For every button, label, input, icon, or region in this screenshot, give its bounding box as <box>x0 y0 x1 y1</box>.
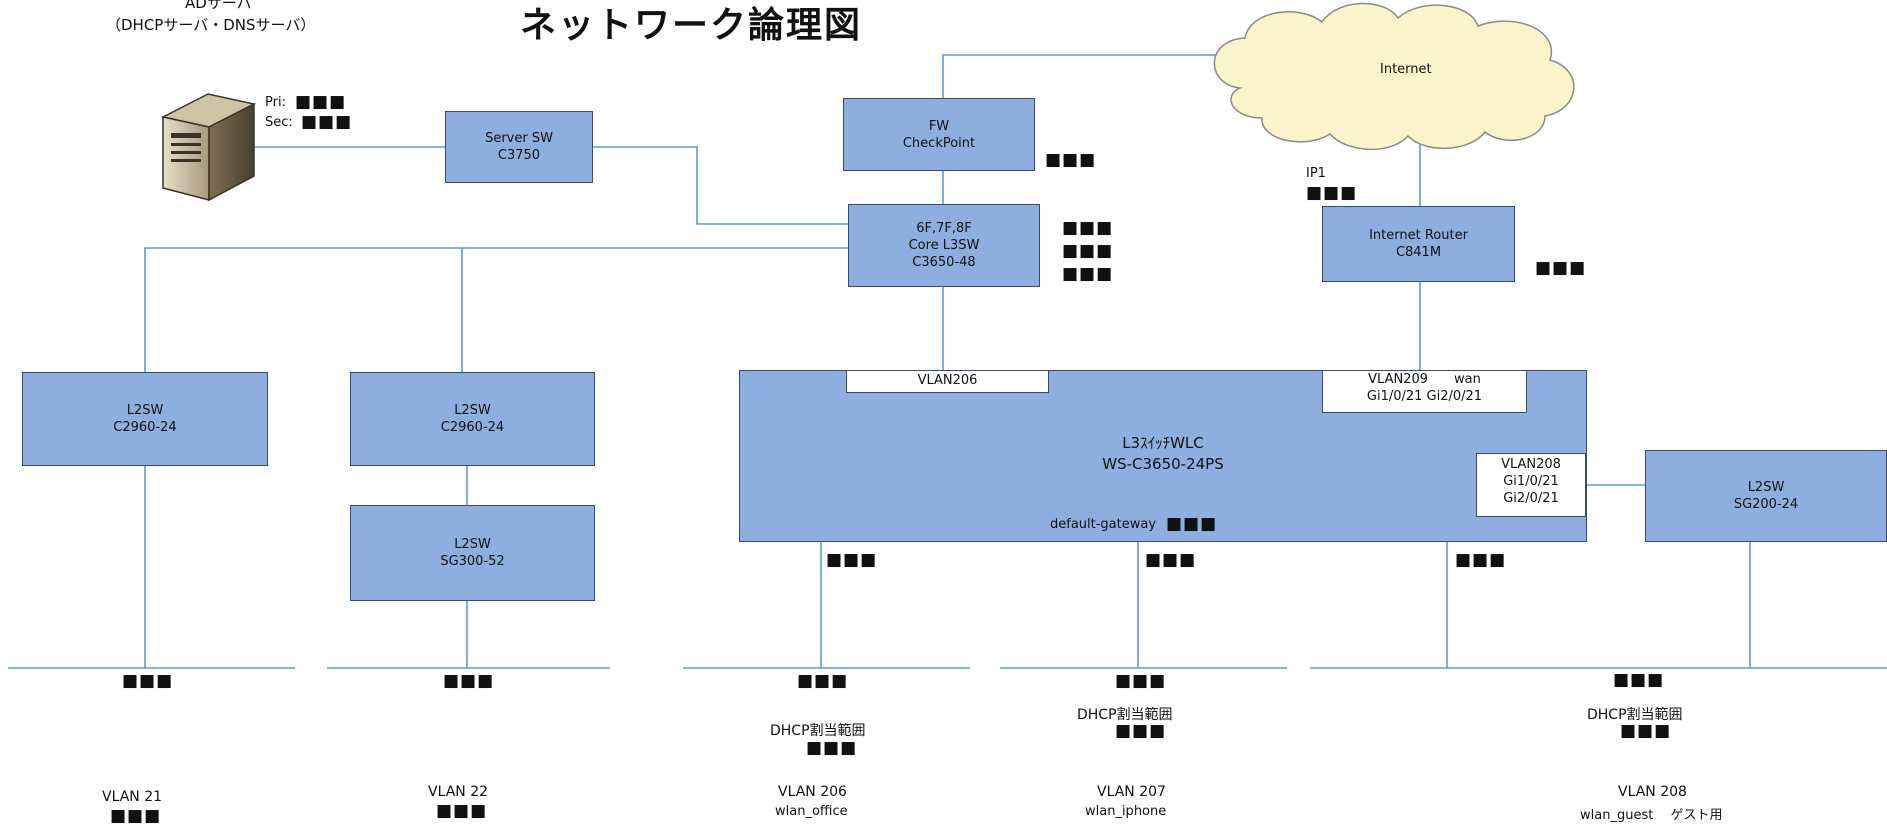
dhcp-range-206-label: DHCP割当範囲 <box>770 723 866 739</box>
ip1-label: IP1 <box>1306 166 1326 181</box>
vlan206-label: VLAN 206 <box>778 784 847 800</box>
core-redacted-2: ■■■ <box>1062 241 1114 261</box>
vlan209-ports: Gi1/0/21 Gi2/0/21 <box>1366 389 1483 404</box>
vlan208-port-2: Gi2/0/21 <box>1503 491 1559 506</box>
l2sw-b-model: C2960-24 <box>440 420 505 435</box>
sec-dns-label: Sec: <box>265 115 293 130</box>
sec-dns-redacted: ■■■ <box>301 112 353 132</box>
vlan206-ssid: wlan_office <box>775 804 848 819</box>
server-icon <box>160 93 257 202</box>
vlan21-label: VLAN 21 <box>102 789 163 805</box>
internet-cloud-icon <box>1213 2 1575 150</box>
dhcp-range-207-redacted: ■■■ <box>1115 721 1167 741</box>
l2sw-c2960-left-box: L2SW C2960-24 <box>22 372 268 466</box>
server-sw-model: C3750 <box>497 148 541 163</box>
vlan207-label: VLAN 207 <box>1097 784 1166 800</box>
vlan208-drop-redacted: ■■■ <box>1455 550 1507 570</box>
pri-dns-label: Pri: <box>265 95 286 110</box>
vlan209-label: VLAN209 wan <box>1368 372 1481 387</box>
l2sw-c2960-mid-box: L2SW C2960-24 <box>350 372 595 466</box>
l2sw-c-name: L2SW <box>454 537 491 552</box>
vlan207-segment-redacted: ■■■ <box>1115 671 1167 691</box>
l2sw-a-name: L2SW <box>126 403 164 418</box>
vlan22-segment-redacted: ■■■ <box>443 671 495 691</box>
dhcp-range-208-redacted: ■■■ <box>1620 721 1672 741</box>
l2sw-a-model: C2960-24 <box>113 420 177 435</box>
vlan21-redacted: ■■■ <box>110 806 162 826</box>
wlc-model: WS-C3650-24PS <box>1102 455 1224 473</box>
server-sw-box: Server SW C3750 <box>445 111 593 183</box>
vlan207-ssid: wlan_iphone <box>1085 804 1167 819</box>
wlc-name: L3ｽｲｯﾁWLC <box>1122 434 1204 452</box>
core-l3sw-box: 6F,7F,8F Core L3SW C3650-48 <box>848 204 1040 287</box>
firewall-model: CheckPoint <box>902 135 976 151</box>
router-redacted: ■■■ <box>1535 258 1587 278</box>
server-sw-name: Server SW <box>485 131 553 146</box>
ad-server-role-label: （DHCPサーバ・DNSサーバ） <box>106 16 316 34</box>
l2sw-c-model: SG300-52 <box>440 554 505 569</box>
dhcp-range-208-label: DHCP割当範囲 <box>1587 707 1683 723</box>
vlan22-redacted: ■■■ <box>436 801 488 821</box>
ip1-redacted: ■■■ <box>1306 183 1358 203</box>
vlan208-label: VLAN 208 <box>1618 784 1687 800</box>
vlan208-ssid: wlan_guest ゲスト用 <box>1580 808 1723 823</box>
vlan209-port-box: VLAN209 wan Gi1/0/21 Gi2/0/21 <box>1322 370 1527 413</box>
router-name: Internet Router <box>1369 228 1468 243</box>
diagram-title: ネットワーク論理図 <box>520 5 863 46</box>
firewall-name: FW <box>928 118 950 134</box>
vlan208-port-box: VLAN208 Gi1/0/21 Gi2/0/21 <box>1476 453 1586 517</box>
vlan206-segment-redacted: ■■■ <box>797 671 849 691</box>
vlan208-segment-redacted: ■■■ <box>1613 670 1665 690</box>
dhcp-range-206-redacted: ■■■ <box>806 738 858 758</box>
vlan22-label: VLAN 22 <box>428 784 489 800</box>
dhcp-range-207-label: DHCP割当範囲 <box>1077 707 1173 723</box>
core-redacted-1: ■■■ <box>1062 218 1114 238</box>
internet-router-box: Internet Router C841M <box>1322 206 1515 282</box>
pri-dns-redacted: ■■■ <box>295 92 347 112</box>
vlan208-label: VLAN208 <box>1501 457 1561 472</box>
firewall-box: FW CheckPoint <box>843 98 1035 171</box>
core-redacted-3: ■■■ <box>1062 264 1114 284</box>
vlan206-port-box: VLAN206 <box>846 370 1049 393</box>
default-gateway-redacted: ■■■ <box>1166 514 1218 534</box>
default-gateway-label: default-gateway <box>1050 517 1157 532</box>
firewall-redacted: ■■■ <box>1045 150 1097 170</box>
core-model: C3650-48 <box>912 255 976 270</box>
l2sw-d-name: L2SW <box>1747 480 1785 495</box>
core-floors: 6F,7F,8F <box>916 221 972 236</box>
l2sw-d-model: SG200-24 <box>1733 497 1799 512</box>
vlan207-drop-redacted: ■■■ <box>1145 550 1197 570</box>
router-model: C841M <box>1395 245 1442 260</box>
l2sw-sg200-box: L2SW SG200-24 <box>1645 450 1887 542</box>
vlan206-drop-redacted: ■■■ <box>826 550 878 570</box>
vlan208-port-1: Gi1/0/21 <box>1503 474 1559 489</box>
internet-label: Internet <box>1380 62 1432 77</box>
vlan21-segment-redacted: ■■■ <box>122 671 174 691</box>
core-name: Core L3SW <box>908 238 980 253</box>
l2sw-sg300-box: L2SW SG300-52 <box>350 505 595 601</box>
l2sw-b-name: L2SW <box>454 403 491 418</box>
ad-server-label: ADサーバ <box>185 0 252 12</box>
